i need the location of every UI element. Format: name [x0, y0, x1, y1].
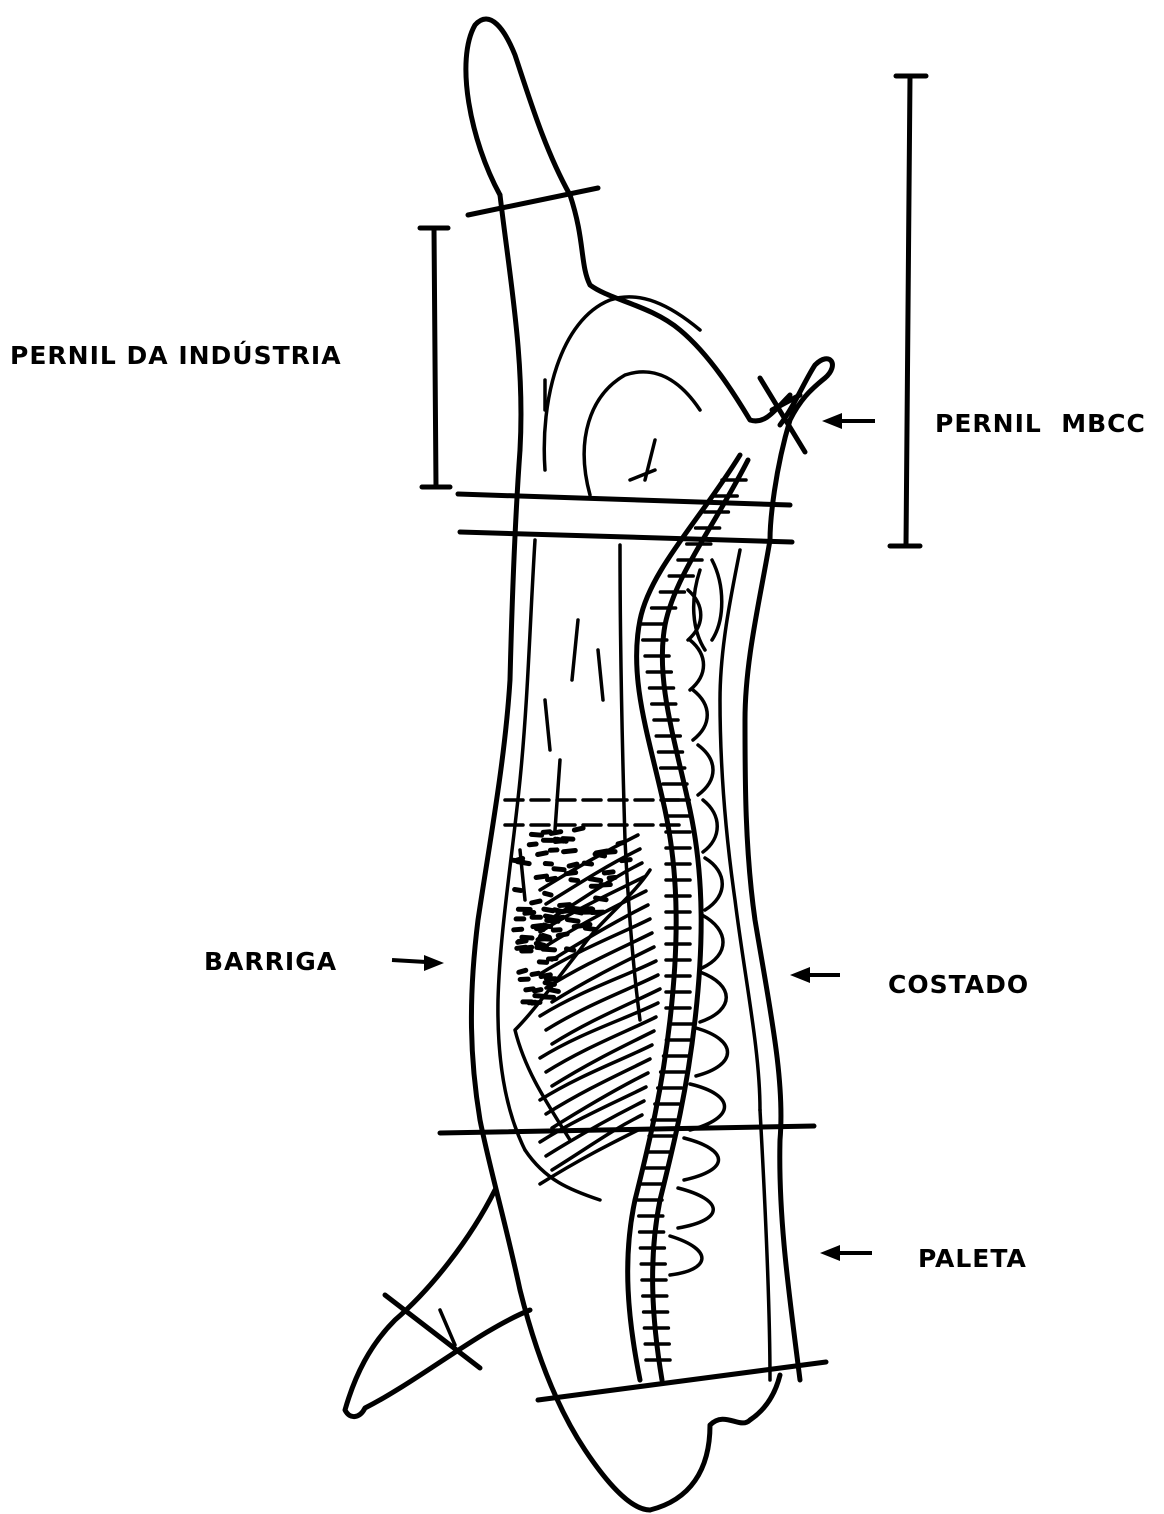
fat-stipple-mark	[567, 920, 578, 922]
cut-line-neck	[538, 1362, 826, 1400]
fat-stipple-mark	[604, 872, 613, 873]
cut-line-pernil-1	[458, 494, 790, 505]
fat-stipple-mark	[548, 958, 556, 959]
fat-stipple-mark	[569, 908, 581, 909]
fat-stipple-mark	[512, 860, 523, 862]
fat-stipple-mark	[554, 869, 564, 870]
fat-stipple-mark	[590, 879, 601, 881]
fat-stipple-mark	[560, 905, 570, 906]
fat-stipple-mark	[564, 850, 576, 851]
fat-stipple-mark	[539, 962, 546, 963]
fat-stipple-mark	[522, 937, 532, 938]
fat-stipple-mark	[555, 839, 563, 841]
fat-stipple-mark	[585, 928, 595, 929]
cut-line-paleta	[440, 1126, 814, 1133]
fat-stipple-mark	[583, 924, 590, 925]
fat-stipple-mark	[545, 893, 551, 895]
fat-stipple-mark	[522, 947, 532, 948]
fat-stipple-mark	[536, 943, 544, 945]
fat-stipple-mark	[532, 901, 540, 903]
fat-stipple-mark	[544, 909, 553, 911]
pernil-mbcc-range-bar	[890, 76, 926, 546]
fat-stipple-mark	[529, 844, 536, 845]
pernil-industria-range-bar	[420, 228, 450, 487]
arrow-barriga	[392, 955, 444, 971]
fat-stipple-mark	[538, 938, 545, 939]
fat-stipple-mark	[609, 877, 615, 878]
cut-line-pernil-2	[460, 532, 792, 542]
fat-stipple-mark	[569, 864, 577, 866]
fat-stipple-mark	[525, 913, 534, 914]
fat-stipple-mark	[571, 880, 578, 881]
fat-stipple-mark	[596, 898, 607, 900]
arrow-paleta	[820, 1245, 872, 1261]
fat-stipple-mark	[538, 853, 547, 855]
fat-stipple-mark	[519, 970, 526, 972]
fat-stipple-mark	[526, 989, 533, 990]
fat-stipple-mark	[543, 832, 550, 833]
fat-stipple-mark	[584, 863, 591, 864]
fat-stipple-mark	[537, 947, 548, 948]
fat-stipple-mark	[566, 873, 575, 874]
label-paleta: PALETA	[918, 1244, 1027, 1273]
fat-stipple-mark	[548, 878, 556, 879]
fat-stipple-mark	[547, 920, 558, 921]
fat-stipple-mark	[544, 925, 551, 927]
fat-stipple-mark	[595, 854, 605, 856]
fat-stipple-mark	[574, 828, 583, 830]
carcass-outline	[466, 19, 833, 1510]
fat-stipple-mark	[541, 975, 550, 977]
fat-stipple-mark	[550, 990, 558, 992]
fat-stipple-mark	[515, 890, 521, 891]
cut-line-top	[468, 188, 598, 215]
arrow-costado	[790, 967, 840, 983]
fat-stipple-mark	[533, 926, 541, 927]
fat-stipple-mark	[536, 928, 543, 929]
rib-stroke	[540, 1129, 640, 1184]
fat-stipple-mark	[531, 834, 541, 835]
fat-stipple-mark	[551, 832, 561, 834]
fat-stipple-mark	[566, 949, 573, 950]
label-costado: COSTADO	[888, 970, 1029, 999]
fat-stipple-mark	[584, 909, 593, 911]
label-pernil-mbcc: PERNIL MBCC	[935, 409, 1146, 438]
arrow-pernil-mbcc	[822, 413, 875, 429]
fat-stipple-mark	[557, 917, 564, 918]
fat-stipple-mark	[514, 929, 522, 930]
fat-stipple-mark	[519, 941, 526, 942]
fat-stipple-mark	[558, 934, 567, 936]
fat-stipple-mark	[536, 876, 546, 877]
fat-stipple-mark	[545, 916, 551, 917]
fat-stipple-mark	[558, 911, 569, 913]
fat-stipple-mark	[532, 973, 539, 974]
label-pernil-industria: PERNIL DA INDÚSTRIA	[10, 340, 342, 370]
label-barriga: BARRIGA	[204, 947, 337, 976]
